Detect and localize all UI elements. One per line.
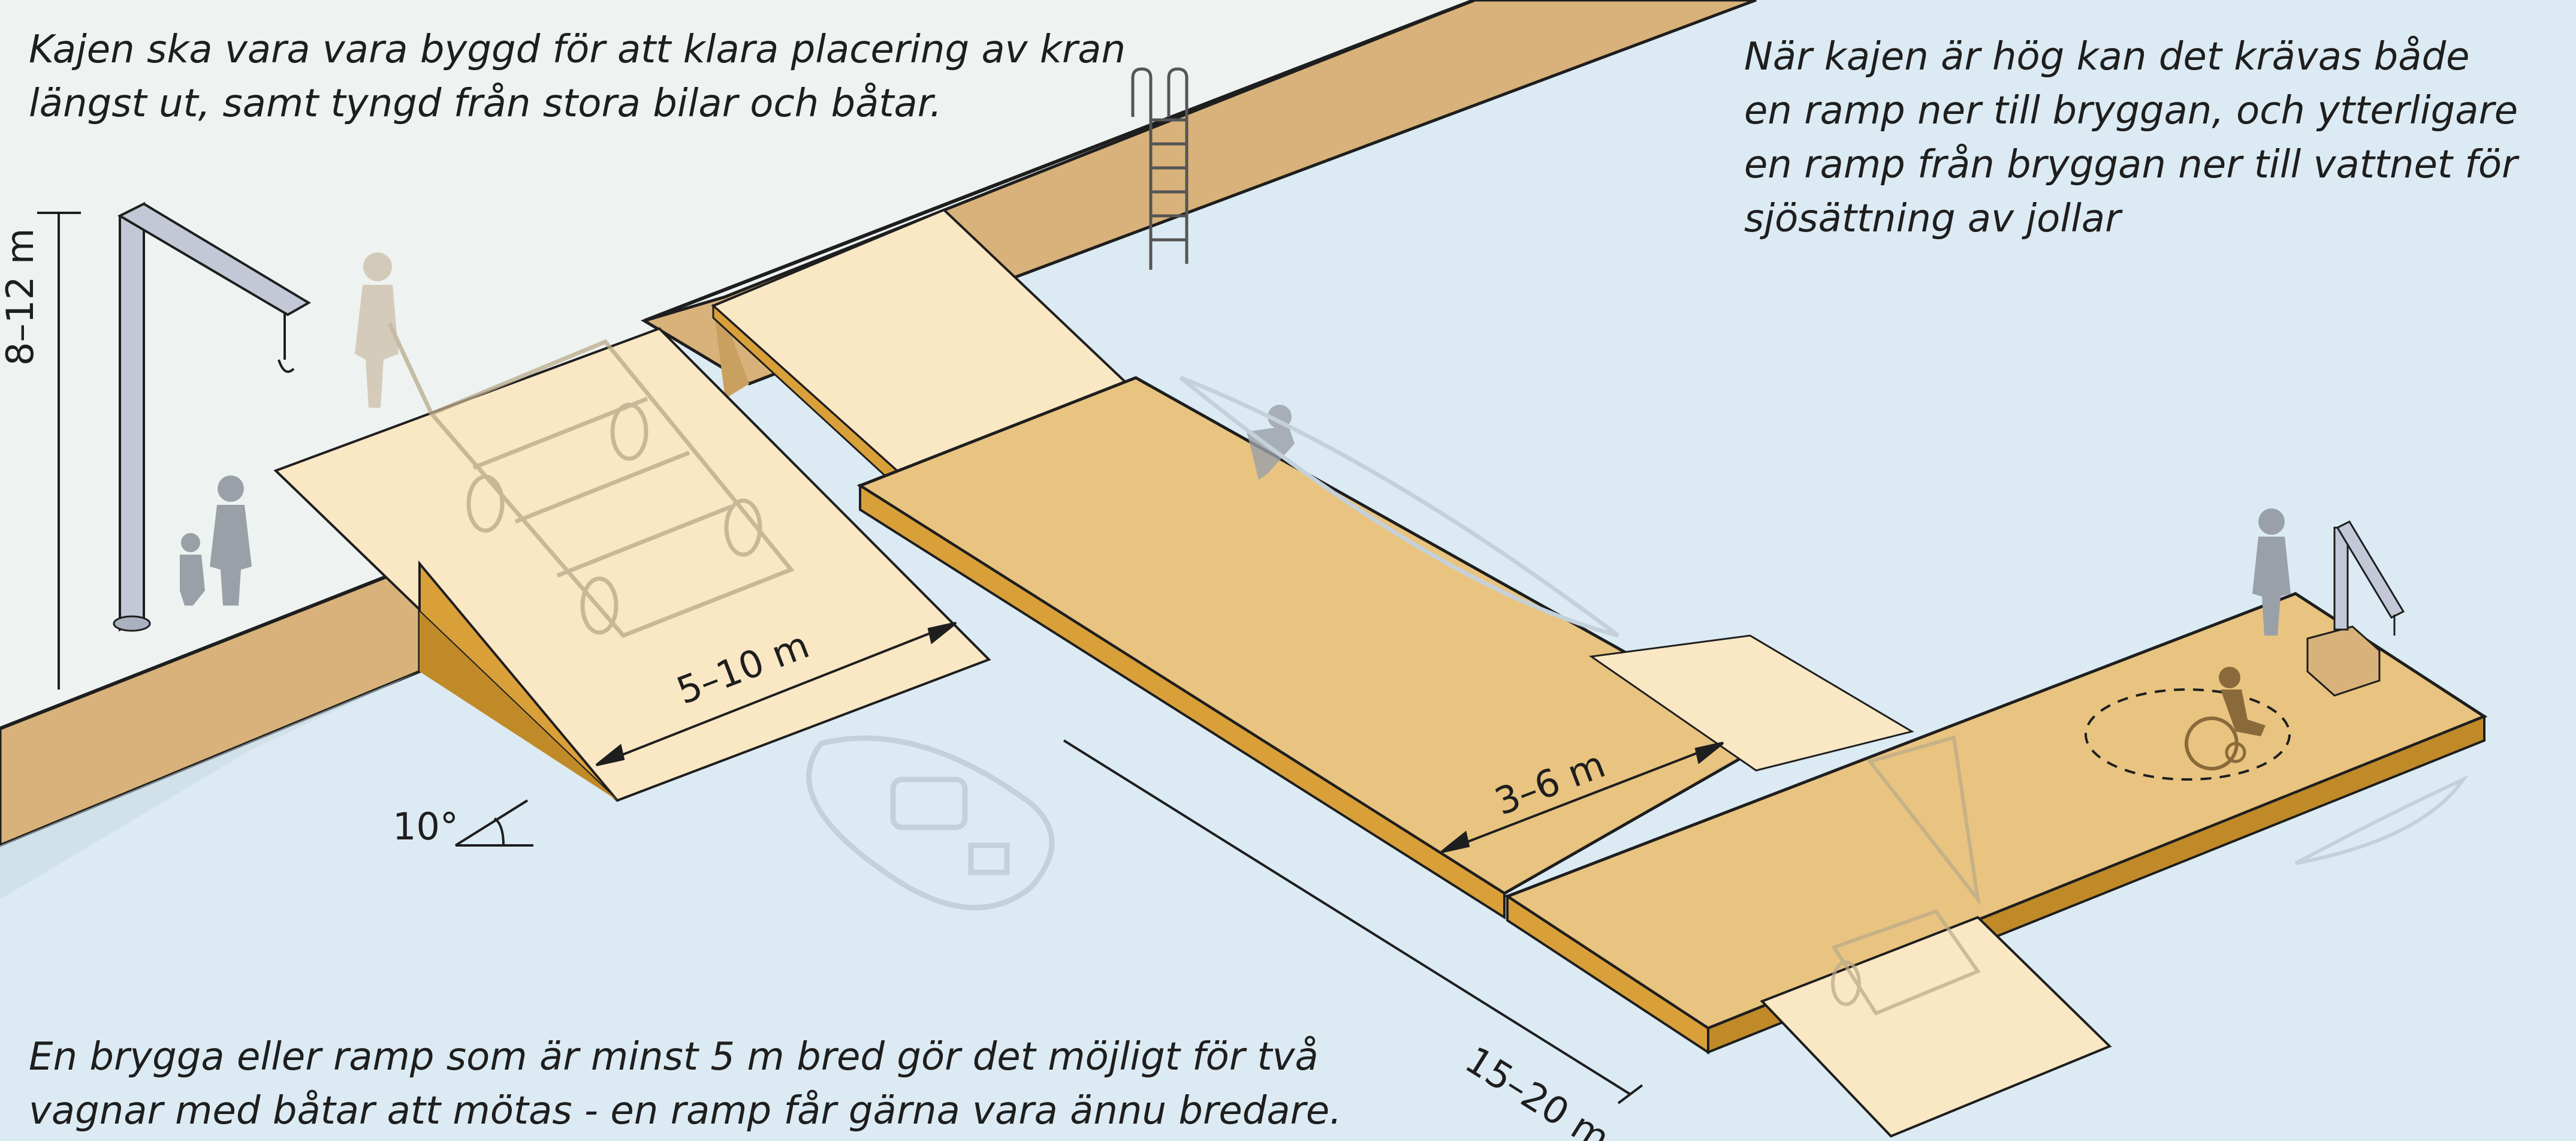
boat-trailer-icon [387, 323, 795, 639]
ramps-caption: När kajen är hög kan det krävas både en … [1744, 35, 2518, 241]
crane-icon [113, 201, 311, 632]
small-crane-icon [2306, 520, 2405, 697]
kayak-icon [1179, 375, 1620, 638]
crane-height-dimension [37, 212, 81, 690]
child-icon [180, 533, 205, 606]
ramp-angle-indicator [454, 799, 533, 847]
dinghy-icon [806, 735, 1055, 911]
wheelchair-icon [2085, 667, 2291, 781]
width-caption: En brygga eller ramp som är minst 5 m br… [29, 1035, 1342, 1133]
pier-long [856, 376, 1781, 920]
ladder-icon [1131, 67, 1189, 270]
ramp-length-dimension [595, 622, 957, 766]
person-icon [355, 252, 399, 408]
ramp-angle-label: 10° [393, 805, 459, 848]
kayak-icon [2294, 775, 2469, 865]
pier-length-dimension [1063, 739, 1643, 1104]
person-icon [2252, 508, 2291, 636]
quay-caption: Kajen ska vara vara byggd för att klara … [29, 28, 1126, 126]
crane-height-label: 8–12 m [0, 228, 42, 366]
ramp-left [273, 327, 991, 802]
pier-width-dimension [1440, 742, 1724, 853]
person-icon [210, 475, 252, 606]
pier-length-label: 15–20 m [1458, 1038, 1618, 1141]
ramp-mid [1588, 634, 1914, 772]
boat-trailer-icon [1831, 735, 1981, 1016]
